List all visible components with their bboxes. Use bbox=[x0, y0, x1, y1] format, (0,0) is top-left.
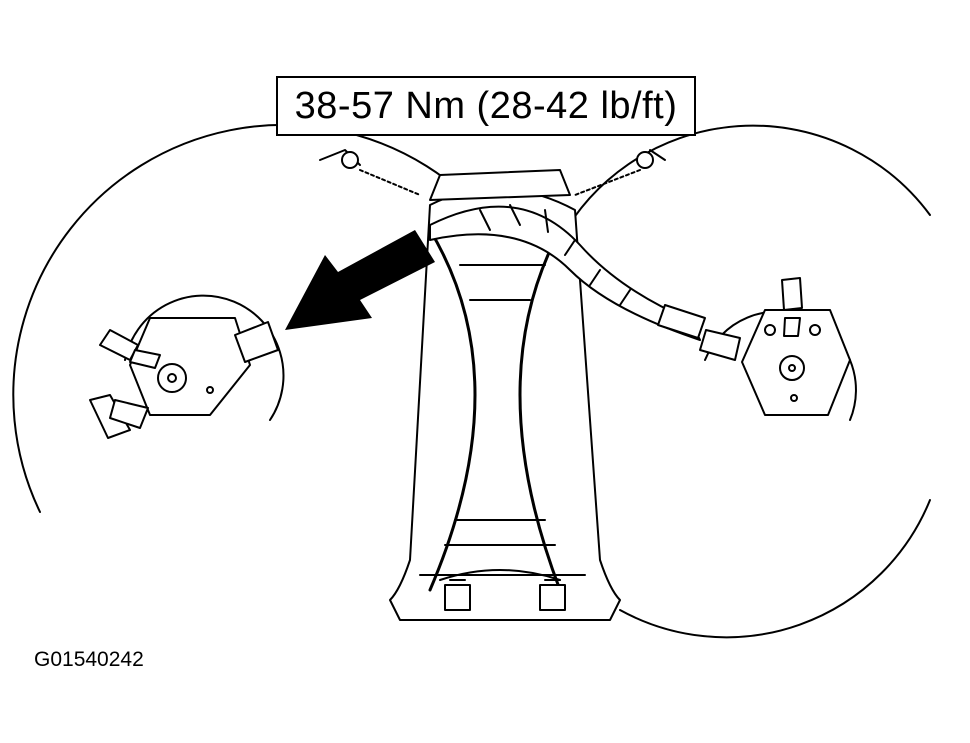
figure-id-code: G01540242 bbox=[34, 648, 144, 671]
cradle-inner-arcs bbox=[428, 228, 562, 592]
torque-spec-callout: 38-57 Nm (28-42 lb/ft) bbox=[276, 76, 696, 136]
fuel-hose bbox=[429, 204, 706, 341]
left-valve-assembly bbox=[89, 294, 285, 439]
pointer-arrow bbox=[285, 230, 435, 330]
top-strap bbox=[319, 149, 666, 201]
center-cradle-bracket bbox=[389, 187, 621, 621]
right-valve-assembly bbox=[699, 277, 857, 421]
bottom-bolts bbox=[444, 579, 566, 611]
